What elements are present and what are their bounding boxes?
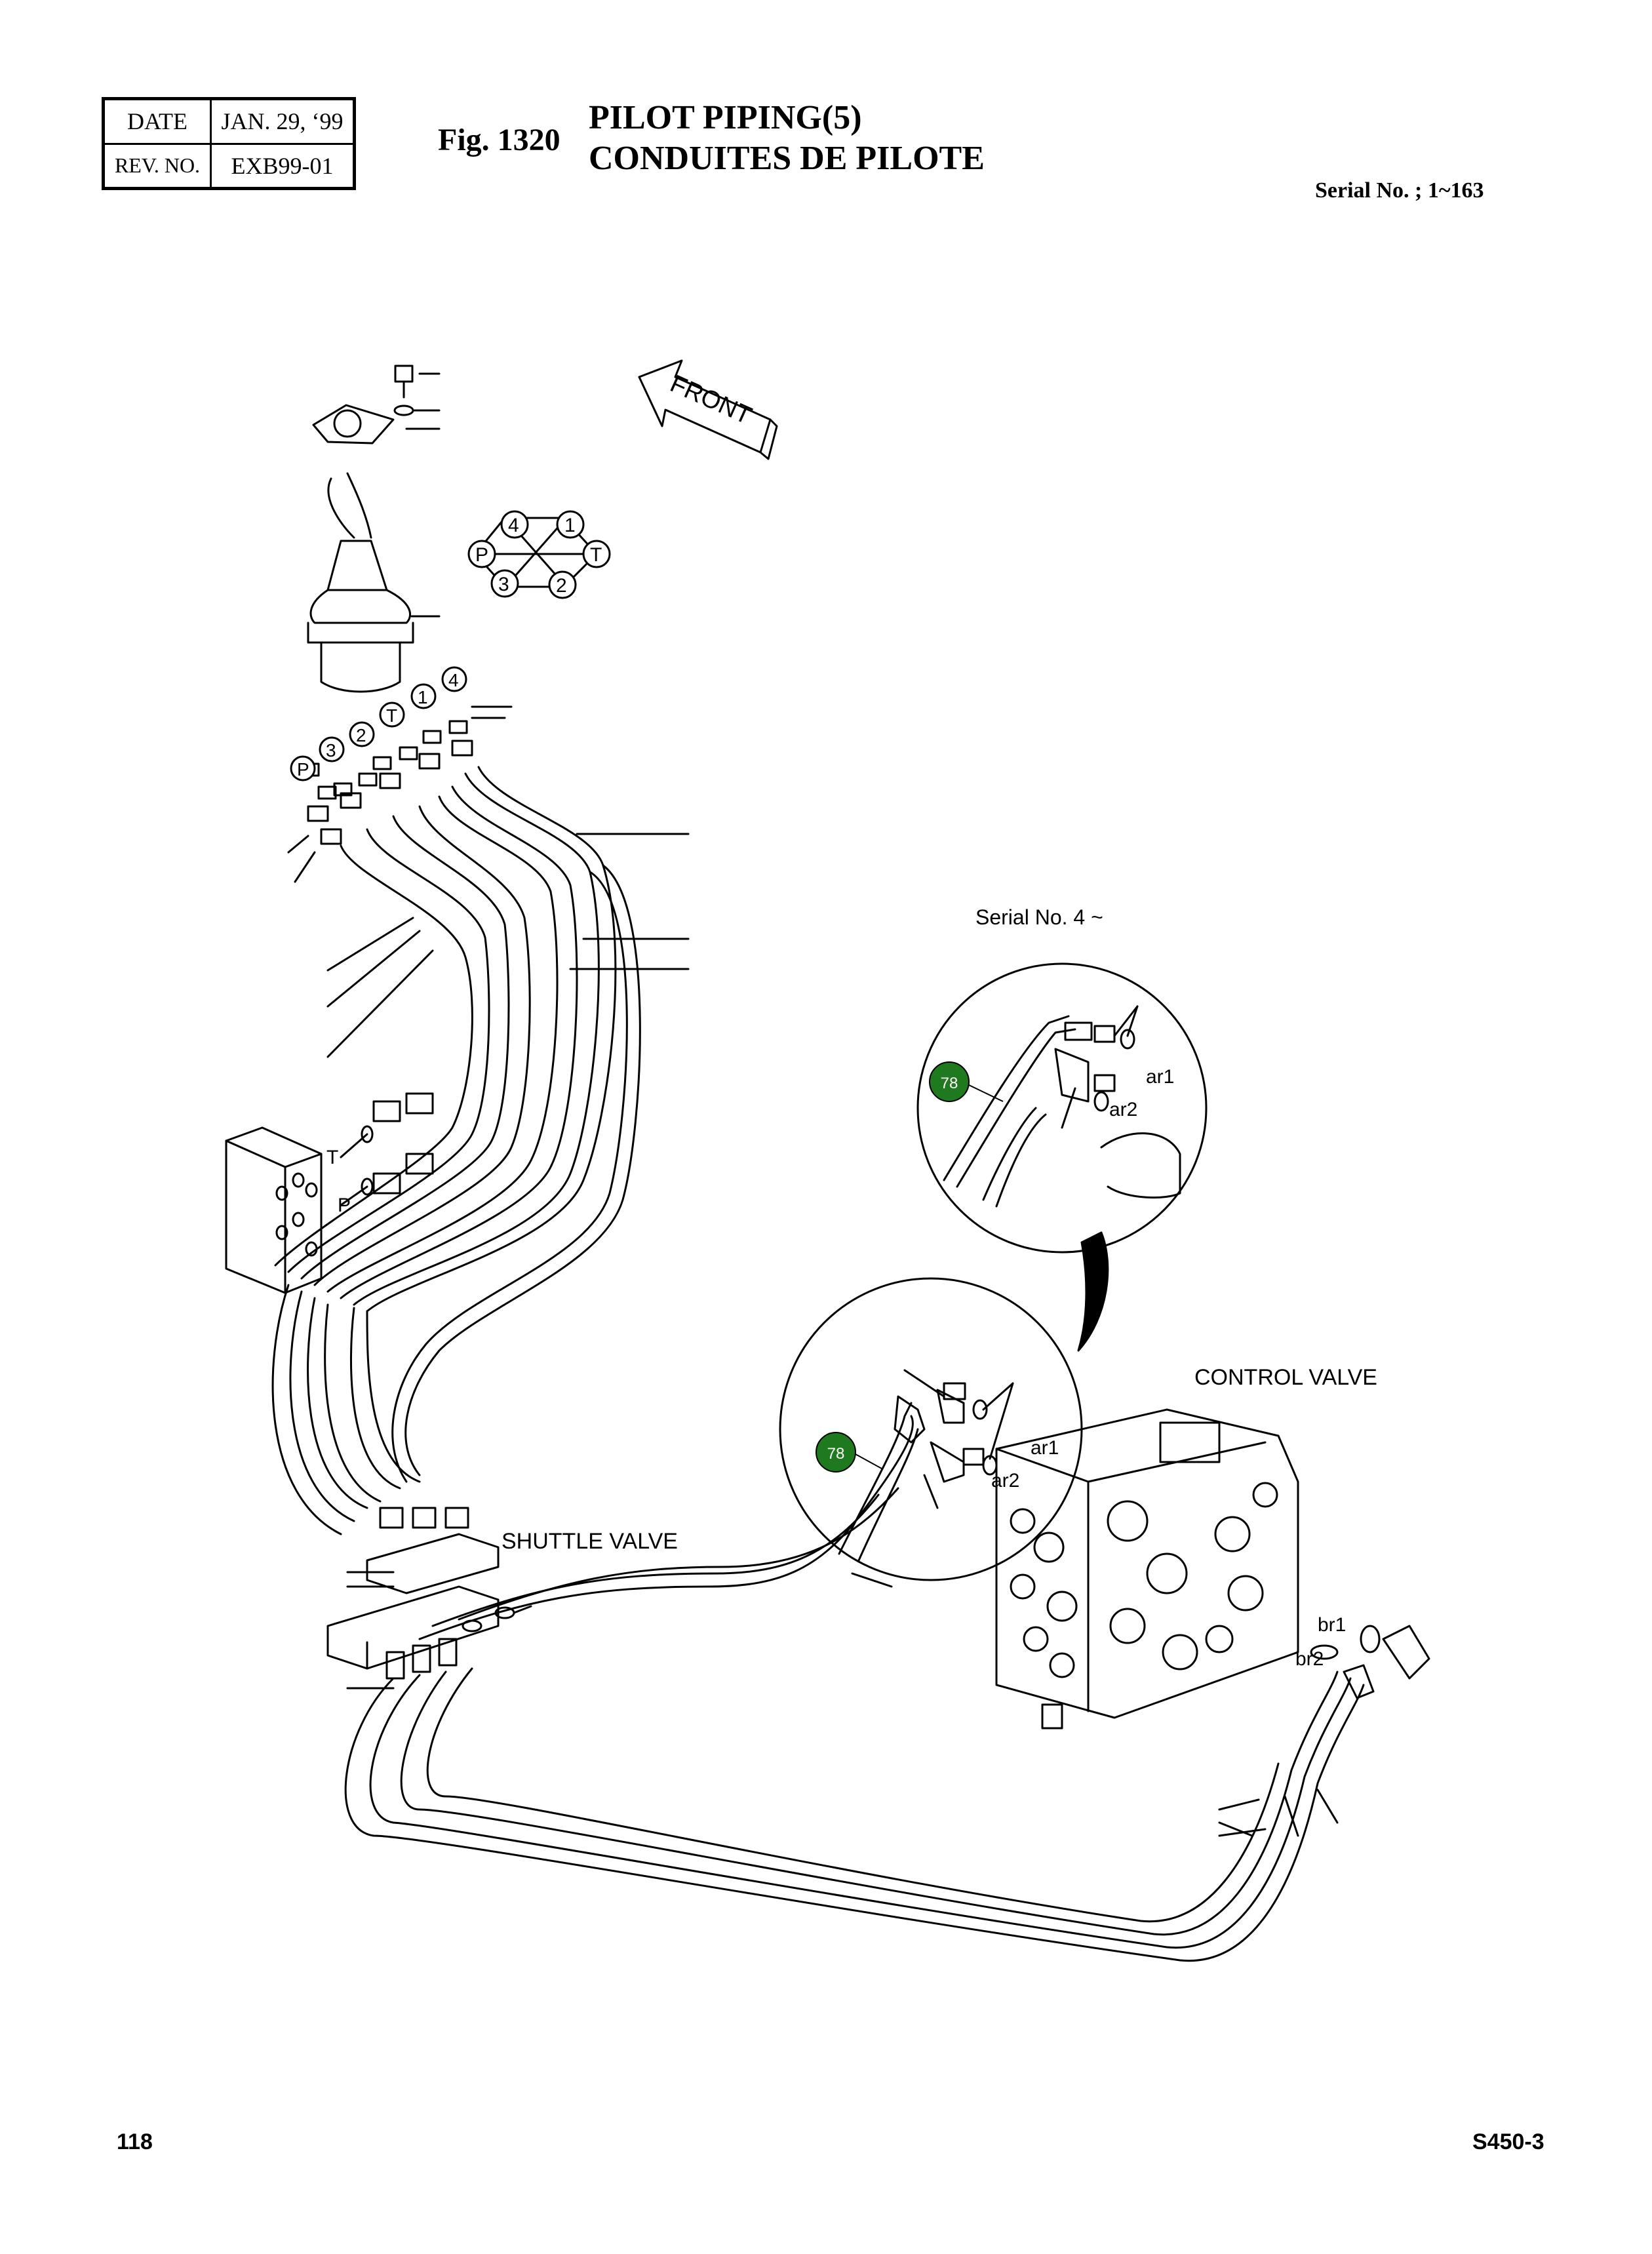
joystick-port-1: 1	[418, 687, 428, 707]
front-label: FRONT	[666, 370, 756, 430]
rev-label: REV. NO.	[102, 142, 212, 189]
port-label-p: P	[475, 544, 488, 566]
block-port-t: T	[326, 1147, 338, 1168]
inset-lower	[779, 1277, 1083, 1581]
pilot-block	[225, 1092, 434, 1294]
joystick-port-4: 4	[448, 670, 459, 690]
inset-lower-ar1: ar1	[1031, 1437, 1059, 1459]
joystick-port-t: T	[386, 705, 397, 726]
port-label-t: T	[590, 544, 602, 566]
callout-78-lower	[816, 1432, 856, 1473]
inset-upper-callout: 78	[941, 1075, 958, 1092]
date-label: DATE	[102, 98, 212, 145]
joystick-port-2: 2	[356, 725, 366, 745]
mounting-hardware	[312, 365, 441, 445]
port-label-2: 2	[556, 575, 567, 597]
joystick-assembly	[307, 472, 441, 693]
inset-lower-ar2: ar2	[991, 1470, 1019, 1492]
shuttle-valve	[326, 1507, 532, 1690]
lower-hoses	[344, 1415, 1365, 1962]
figure-number: Fig. 1320	[438, 123, 560, 157]
serial-range: Serial No. ; 1~163	[1315, 178, 1484, 203]
shuttle-valve-label: SHUTTLE VALVE	[502, 1529, 678, 1554]
revision-table: DATE JAN. 29, ‘99 REV. NO. EXB99-01	[102, 97, 356, 190]
inset-upper	[916, 962, 1208, 1352]
port-label-4: 4	[508, 515, 519, 536]
valve-port-br1: br1	[1318, 1614, 1346, 1636]
joystick-port-p: P	[297, 759, 309, 780]
title-french: CONDUITES DE PILOTE	[589, 140, 985, 177]
joystick-port-3: 3	[326, 740, 336, 761]
control-valve-label: CONTROL VALVE	[1194, 1365, 1377, 1390]
inset-upper-ar2: ar2	[1109, 1099, 1137, 1120]
block-port-p: P	[338, 1195, 351, 1216]
date-value: JAN. 29, ‘99	[210, 98, 355, 145]
port-label-1: 1	[564, 515, 576, 536]
model-number: S450-3	[1472, 2129, 1544, 2154]
callout-78-upper	[929, 1061, 970, 1102]
front-arrow	[638, 359, 778, 460]
rev-value: EXB99-01	[210, 142, 355, 189]
page-number: 118	[117, 2129, 153, 2154]
valve-port-br2: br2	[1295, 1648, 1324, 1670]
joystick-fittings	[287, 705, 513, 883]
joystick-hoses	[271, 766, 690, 1535]
title-english: PILOT PIPING(5)	[589, 99, 862, 136]
inset-upper-caption: Serial No. 4 ~	[975, 905, 1103, 929]
inset-lower-callout: 78	[827, 1445, 845, 1463]
port-label-3: 3	[498, 574, 509, 595]
control-valve	[995, 1408, 1430, 1730]
inset-upper-ar1: ar1	[1146, 1066, 1174, 1088]
